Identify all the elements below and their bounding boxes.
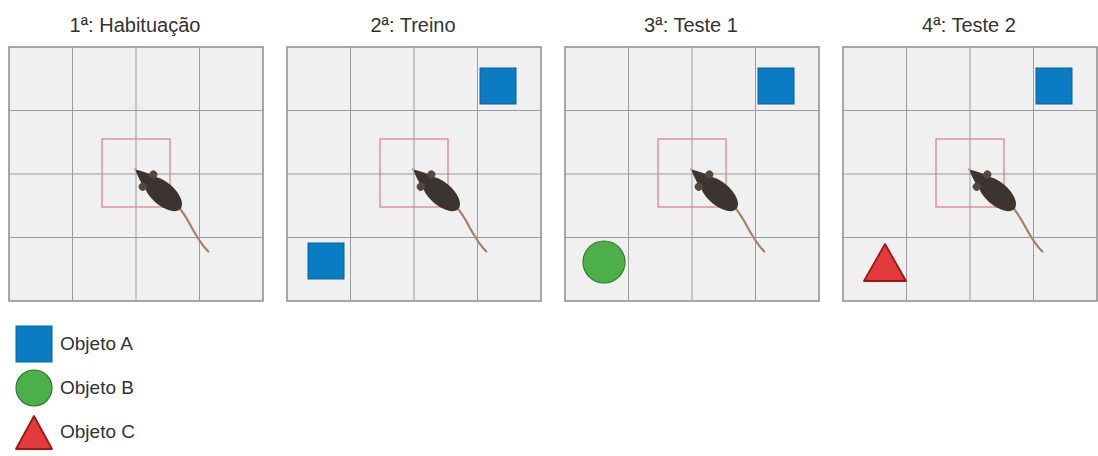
object-square xyxy=(758,68,794,104)
rat-figure xyxy=(681,159,781,251)
rat-figure xyxy=(125,159,225,251)
open-field-arena xyxy=(8,46,264,302)
rat-figure xyxy=(403,159,503,251)
object-square xyxy=(1036,68,1072,104)
legend-text: Objeto A xyxy=(60,333,133,355)
object-triangle xyxy=(864,244,906,281)
open-field-arena xyxy=(842,46,1098,302)
legend-row: Objeto B xyxy=(14,366,135,410)
legend: Objeto A Objeto B Objeto C xyxy=(14,322,135,454)
legend-row: Objeto C xyxy=(14,410,135,454)
legend-row: Objeto A xyxy=(14,322,135,366)
arena-panel: 1ª: Habituação xyxy=(8,8,262,42)
open-field-arena xyxy=(286,46,542,302)
panel-heading: 4ª: Teste 2 xyxy=(842,8,1096,42)
legend-swatch xyxy=(14,324,54,364)
arena-panel: 3ª: Teste 1 xyxy=(564,8,818,42)
open-field-arena xyxy=(564,46,820,302)
object-circle xyxy=(583,241,625,283)
legend-text: Objeto B xyxy=(60,377,134,399)
panel-heading: 2ª: Treino xyxy=(286,8,540,42)
object-square xyxy=(480,68,516,104)
arena-panel: 2ª: Treino xyxy=(286,8,540,42)
legend-swatch xyxy=(14,368,54,408)
object-square xyxy=(308,243,344,279)
panel-heading: 1ª: Habituação xyxy=(8,8,262,42)
panel-heading: 3ª: Teste 1 xyxy=(564,8,818,42)
arena-panel: 4ª: Teste 2 xyxy=(842,8,1096,42)
legend-text: Objeto C xyxy=(60,421,135,443)
rat-figure xyxy=(959,159,1059,251)
legend-swatch xyxy=(14,412,54,452)
